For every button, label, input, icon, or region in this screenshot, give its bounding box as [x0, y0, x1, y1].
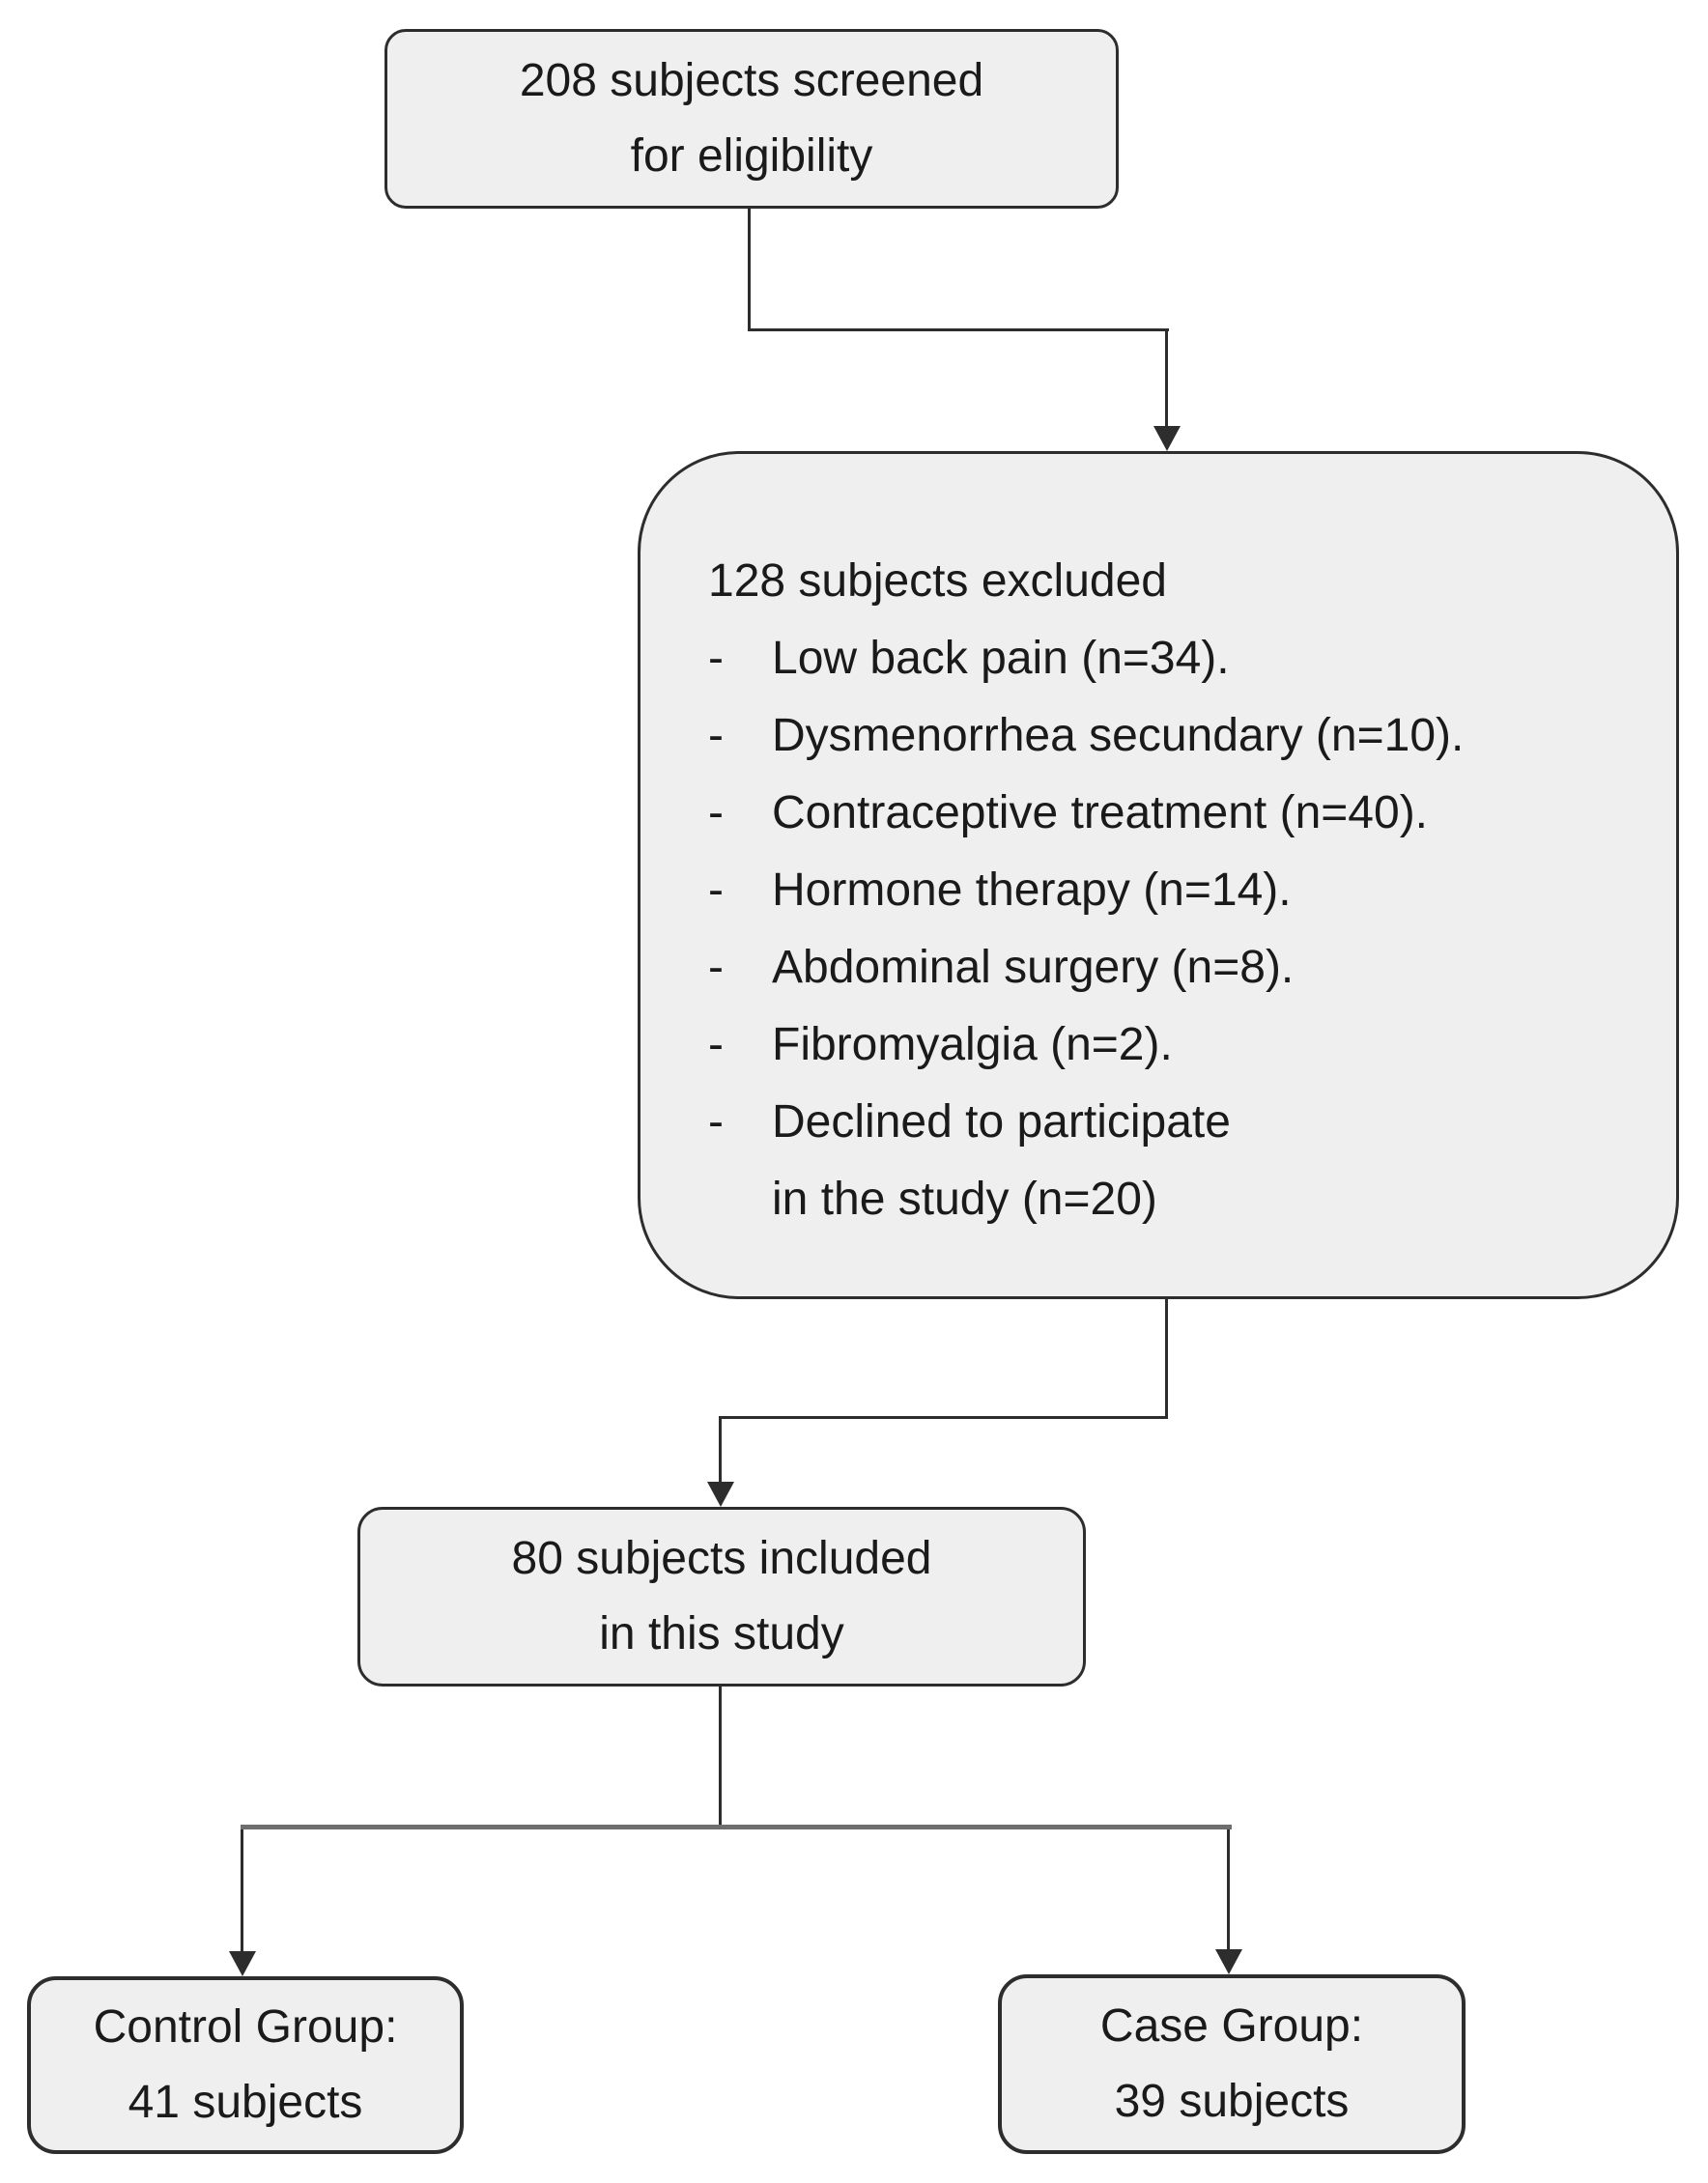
bullet-dash: -: [708, 710, 724, 761]
bullet-text-wrapped: Declined to participate in the study (n=…: [772, 1084, 1231, 1238]
bullet-text-line2: in the study (n=20): [772, 1174, 1157, 1225]
excluded-bullet: - Contraceptive treatment (n=40).: [708, 775, 1641, 852]
bullet-text: Fibromyalgia (n=2).: [772, 1019, 1173, 1070]
branch-left-drop: [241, 1829, 243, 1953]
connector-screened-drop: [1165, 328, 1168, 431]
case-group-box: Case Group: 39 subjects: [998, 1974, 1466, 2154]
case-line1: Case Group:: [1099, 2000, 1364, 2052]
control-group-box: Control Group: 41 subjects: [27, 1976, 464, 2154]
bullet-text: Hormone therapy (n=14).: [772, 865, 1292, 916]
bullet-dash: -: [708, 1096, 724, 1148]
control-line1: Control Group:: [93, 2001, 398, 2053]
included-line2: in this study: [599, 1608, 844, 1659]
connector-screened-across: [748, 328, 1169, 331]
connector-screened-down: [748, 209, 751, 330]
branch-right-drop: [1227, 1829, 1230, 1951]
branch-stem: [719, 1687, 722, 1828]
excluded-bullet: - Dysmenorrhea secundary (n=10).: [708, 697, 1641, 775]
bullet-dash: -: [708, 787, 724, 838]
excluded-title: 128 subjects excluded: [708, 555, 1167, 607]
arrowhead-into-case: [1215, 1949, 1242, 1974]
screened-line2: for eligibility: [630, 130, 873, 182]
connector-excluded-down: [1165, 1299, 1168, 1419]
bullet-dash: -: [708, 942, 724, 993]
bullet-text: Dysmenorrhea secundary (n=10).: [772, 710, 1465, 761]
bullet-dash: -: [708, 865, 724, 916]
screened-box: 208 subjects screened for eligibility: [384, 29, 1119, 209]
arrowhead-into-control: [229, 1951, 256, 1976]
connector-excluded-across: [719, 1416, 1168, 1419]
branch-crossbar: [241, 1825, 1232, 1829]
screened-line1: 208 subjects screened: [519, 55, 984, 106]
included-box: 80 subjects included in this study: [357, 1507, 1086, 1687]
included-line1: 80 subjects included: [511, 1533, 932, 1584]
bullet-text: Low back pain (n=34).: [772, 633, 1230, 684]
excluded-bullet: - Abdominal surgery (n=8).: [708, 929, 1641, 1006]
excluded-bullet: - Hormone therapy (n=14).: [708, 852, 1641, 929]
bullet-text-line1: Declined to participate: [772, 1096, 1231, 1148]
excluded-bullet: - Low back pain (n=34).: [708, 620, 1641, 697]
bullet-dash: -: [708, 633, 724, 684]
excluded-bullet: - Fibromyalgia (n=2).: [708, 1006, 1641, 1084]
excluded-bullet: - Declined to participate in the study (…: [708, 1084, 1641, 1238]
bullet-text: Abdominal surgery (n=8).: [772, 942, 1295, 993]
excluded-box: 128 subjects excluded - Low back pain (n…: [638, 451, 1679, 1299]
arrowhead-into-excluded: [1153, 426, 1181, 451]
bullet-text: Contraceptive treatment (n=40).: [772, 787, 1429, 838]
arrowhead-into-included: [707, 1482, 734, 1507]
bullet-dash: -: [708, 1019, 724, 1070]
case-line2: 39 subjects: [1114, 2076, 1350, 2127]
connector-excluded-drop: [719, 1416, 722, 1486]
control-line2: 41 subjects: [128, 2077, 363, 2128]
